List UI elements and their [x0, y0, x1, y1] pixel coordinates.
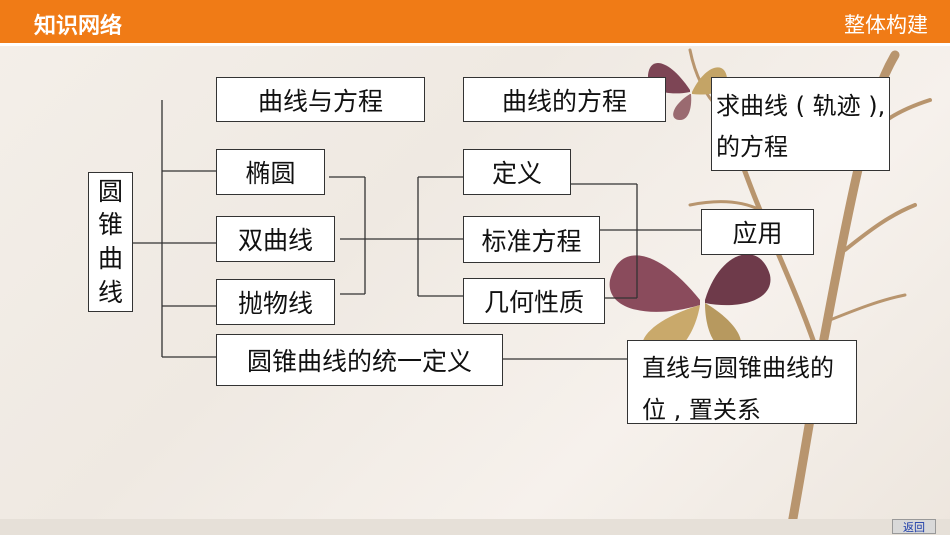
- header-section: 整体构建: [844, 13, 928, 37]
- node-ellipse: 椭圆: [216, 149, 325, 195]
- node-hyperbola: 双曲线: [216, 216, 335, 262]
- butterfly-large-icon: [609, 254, 771, 357]
- node-unified-definition: 圆锥曲线的统一定义: [216, 334, 503, 386]
- node-standard-equation: 标准方程: [463, 216, 600, 263]
- node-definition: 定义: [463, 149, 571, 195]
- back-button[interactable]: 返回: [892, 519, 936, 534]
- root-conic-curve: 圆 锥 曲 线: [88, 172, 133, 312]
- root-char-3: 曲: [97, 244, 123, 273]
- header-title: 知识网络: [34, 14, 123, 39]
- node-parabola: 抛物线: [216, 279, 335, 325]
- node-curve-equation-of: 曲线的方程: [463, 77, 666, 122]
- node-geometric-properties: 几何性质: [463, 278, 605, 324]
- node-line-conic-position: 直线与圆锥曲线的位 , 置关系: [627, 340, 857, 424]
- node-application: 应用: [701, 209, 814, 255]
- root-char-2: 锥: [97, 210, 123, 240]
- node-trajectory: 求曲线 ( 轨迹 ),的方程: [711, 77, 890, 171]
- node-curve-equation: 曲线与方程: [216, 77, 425, 122]
- header-bar: 知识网络 整体构建: [0, 0, 950, 46]
- footer-bar: [0, 519, 950, 535]
- root-char-4: 线: [97, 277, 123, 307]
- root-char-1: 圆: [97, 176, 123, 206]
